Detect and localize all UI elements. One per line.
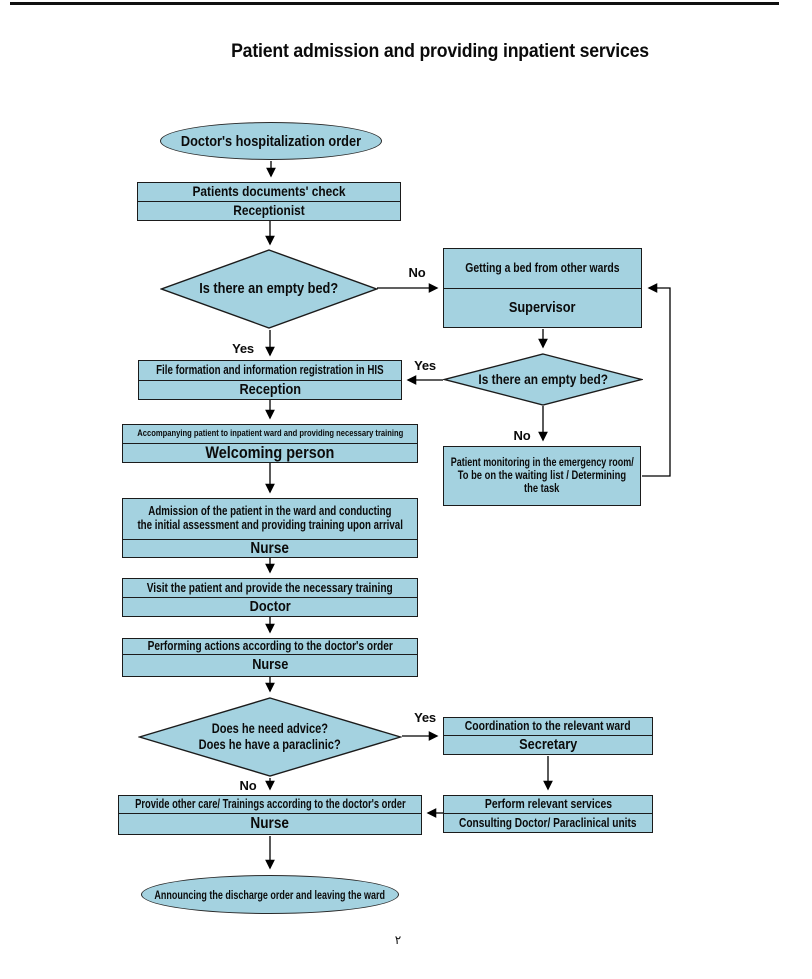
node-action-row: Perform relevant services [444, 796, 652, 814]
node-file-formation: File formation and information registrat… [138, 360, 402, 400]
node-text-block: Patient monitoring in the emergency room… [444, 447, 640, 505]
node-action: Patients documents' check [192, 183, 346, 200]
node-other-care: Provide other care/ Trainings according … [118, 795, 422, 835]
edge-label-no-2: No [513, 428, 531, 443]
node-action-row: Visit the patient and provide the necess… [123, 579, 417, 598]
node-actor: Nurse [251, 656, 289, 674]
edge-label-yes-1: Yes [232, 341, 254, 356]
node-label: Announcing the discharge order and leavi… [154, 887, 386, 902]
node-actor: Reception [239, 380, 301, 398]
decision-question: Is there an empty bed? [478, 371, 608, 388]
node-action: File formation and information registrat… [156, 362, 384, 377]
node-actor: Consulting Doctor/ Paraclinical units [459, 814, 637, 830]
node-action-row: File formation and information registrat… [139, 361, 401, 381]
node-actor-row: Doctor [123, 598, 417, 616]
node-action: Visit the patient and provide the necess… [146, 579, 394, 595]
node-actor-row: Nurse [123, 655, 417, 676]
edge-label-yes-2: Yes [414, 358, 436, 373]
node-action-row: Accompanying patient to inpatient ward a… [123, 425, 417, 444]
node-end-ellipse: Announcing the discharge order and leavi… [141, 875, 399, 914]
node-text-line: To be on the waiting list / Determining [457, 468, 627, 483]
node-label: Doctor's hospitalization order [180, 132, 362, 150]
node-actor: Doctor [249, 597, 291, 615]
node-action: Performing actions according to the doct… [147, 638, 393, 654]
node-text-line: Patient monitoring in the emergency room… [450, 456, 634, 469]
node-action-row: Getting a bed from other wards [444, 249, 641, 289]
node-actor-row: Welcoming person [123, 442, 417, 462]
node-action-row: Admission of the patient in the ward and… [123, 499, 417, 540]
node-decision-empty-bed-2: Is there an empty bed? [443, 353, 643, 406]
node-coordination: Coordination to the relevant ward Secret… [443, 717, 653, 755]
decision-question-line: Does he need advice? [211, 720, 329, 736]
node-actor: Nurse [250, 539, 290, 557]
node-start-ellipse: Doctor's hospitalization order [160, 122, 382, 160]
node-action-line: the initial assessment and providing tra… [137, 517, 403, 532]
node-actor-row: Consulting Doctor/ Paraclinical units [444, 814, 652, 832]
decision-text: Does he need advice? Does he have a para… [138, 697, 402, 777]
decision-text: Is there an empty bed? [160, 249, 378, 329]
node-action: Coordination to the relevant ward [465, 718, 631, 734]
node-actor-row: Secretary [444, 736, 652, 754]
node-performing: Performing actions according to the doct… [122, 638, 418, 677]
decision-question-line: Does he have a paraclinic? [198, 737, 342, 752]
node-get-bed: Getting a bed from other wards Superviso… [443, 248, 642, 328]
node-admission: Admission of the patient in the ward and… [122, 498, 418, 558]
node-action-row: Patients documents' check [138, 183, 400, 202]
node-perform-services: Perform relevant services Consulting Doc… [443, 795, 653, 833]
node-actor-row: Supervisor [444, 289, 641, 327]
node-actor-row: Nurse [119, 814, 421, 834]
edge-label-no-1: No [408, 265, 426, 280]
node-action-row: Coordination to the relevant ward [444, 718, 652, 736]
edge-label-no-3: No [239, 778, 257, 793]
node-actor-row: Reception [139, 381, 401, 399]
node-action-line: Admission of the patient in the ward and… [148, 504, 392, 519]
node-action: Provide other care/ Trainings according … [134, 796, 406, 811]
node-actor-row: Receptionist [138, 202, 400, 220]
node-decision-empty-bed-1: Is there an empty bed? [160, 249, 378, 329]
decision-text: Is there an empty bed? [443, 353, 643, 406]
node-actor: Secretary [518, 735, 578, 753]
node-actor: Receptionist [233, 202, 305, 219]
node-action: Accompanying patient to inpatient ward a… [136, 427, 404, 439]
node-actor: Supervisor [509, 298, 576, 316]
node-action-row: Performing actions according to the doct… [123, 639, 417, 655]
node-visit: Visit the patient and provide the necess… [122, 578, 418, 617]
node-action-row: Provide other care/ Trainings according … [119, 796, 421, 814]
node-documents-check: Patients documents' check Receptionist [137, 182, 401, 221]
node-actor: Welcoming person [205, 442, 335, 462]
node-actor: Nurse [250, 815, 290, 833]
node-patient-monitoring: Patient monitoring in the emergency room… [443, 446, 641, 506]
page-number: ۲ [394, 933, 402, 947]
node-text-line: the task [524, 481, 560, 496]
node-actor-row: Nurse [123, 540, 417, 557]
page-title: Patient admission and providing inpatien… [231, 41, 649, 62]
edge-label-yes-3: Yes [414, 710, 436, 725]
decision-question: Is there an empty bed? [199, 280, 339, 297]
page-top-rule [10, 2, 779, 5]
node-accompany: Accompanying patient to inpatient ward a… [122, 424, 418, 463]
node-action: Getting a bed from other wards [465, 260, 620, 276]
node-decision-advice: Does he need advice? Does he have a para… [138, 697, 402, 777]
node-action: Perform relevant services [484, 796, 612, 812]
